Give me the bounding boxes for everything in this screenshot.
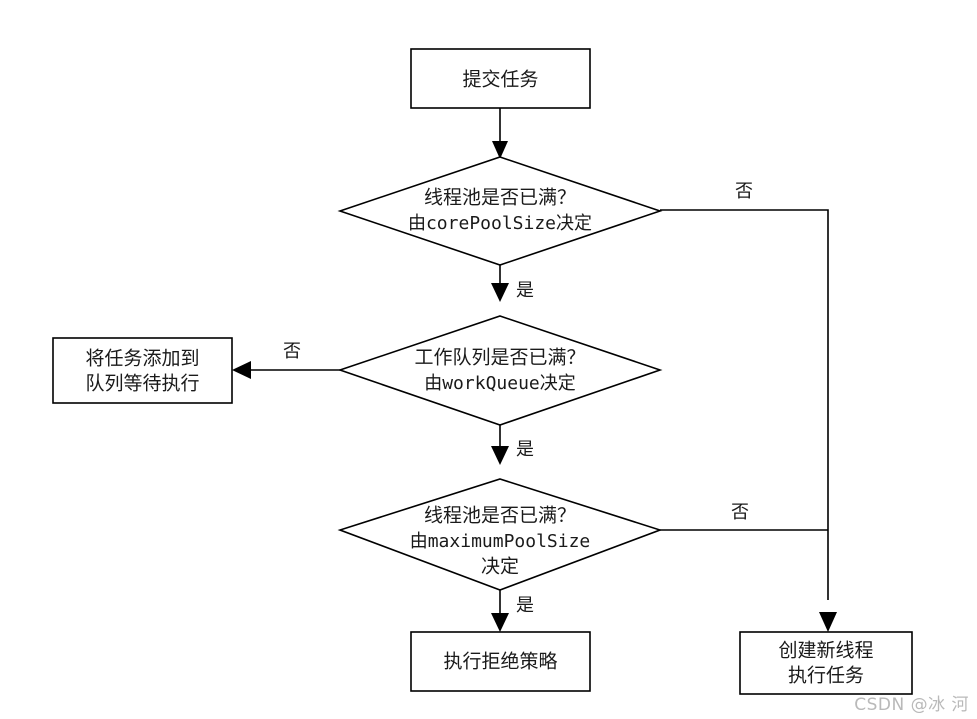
node-decision-core-pool-size-line1: 线程池是否已满？ <box>424 187 576 209</box>
node-add-to-queue-shape <box>52 337 233 404</box>
edge-max-yes: 是 <box>491 590 534 632</box>
node-submit-task[interactable]: 提交任务 <box>410 48 591 109</box>
node-add-to-queue-line1: 将任务添加到 <box>85 348 199 370</box>
csdn-watermark: CSDN @冰 河 <box>854 695 969 715</box>
edge-core-no-line <box>660 209 829 600</box>
edge-queue-yes-label: 是 <box>516 439 534 460</box>
node-decision-maximum-pool-size[interactable]: 线程池是否已满？ 由maximumPoolSize 决定 <box>337 478 663 591</box>
edge-max-yes-label: 是 <box>516 595 534 616</box>
edge-max-no: 否 <box>660 502 828 531</box>
node-reject-policy-shape <box>410 631 591 692</box>
edge-submit-to-core <box>492 108 508 159</box>
node-decision-core-pool-size[interactable]: 线程池是否已满？ 由corePoolSize决定 <box>337 156 663 266</box>
node-create-thread[interactable]: 创建新线程 执行任务 <box>739 631 913 695</box>
node-create-thread-shape <box>739 631 913 695</box>
node-decision-work-queue-line2: 由workQueue决定 <box>424 373 576 394</box>
edge-max-yes-arrow <box>491 613 509 632</box>
edge-core-no-label: 否 <box>735 181 753 202</box>
edge-core-yes: 是 <box>491 265 534 302</box>
edge-max-no-label: 否 <box>731 502 749 523</box>
edge-submit-to-core-arrow <box>492 141 508 159</box>
edge-core-no-arrow <box>819 612 837 632</box>
edge-queue-no: 否 <box>232 341 340 379</box>
edge-core-yes-label: 是 <box>516 280 534 301</box>
node-submit-task-shape <box>410 48 591 109</box>
node-add-to-queue-line2: 队列等待执行 <box>85 373 199 395</box>
node-decision-maximum-pool-size-line1: 线程池是否已满？ <box>424 505 576 527</box>
node-decision-maximum-pool-size-line2: 由maximumPoolSize <box>410 531 591 552</box>
node-reject-policy-label: 执行拒绝策略 <box>443 651 557 673</box>
node-create-thread-line2: 执行任务 <box>788 665 864 687</box>
node-create-thread-line1: 创建新线程 <box>778 640 873 662</box>
edge-queue-no-arrow <box>232 361 251 379</box>
node-decision-maximum-pool-size-shape <box>337 478 663 591</box>
node-reject-policy[interactable]: 执行拒绝策略 <box>410 631 591 692</box>
node-decision-work-queue[interactable]: 工作队列是否已满？ 由workQueue决定 <box>337 315 663 426</box>
edge-core-no: 否 <box>660 181 837 632</box>
node-decision-work-queue-line1: 工作队列是否已满？ <box>414 347 585 369</box>
node-decision-core-pool-size-line2: 由corePoolSize决定 <box>408 213 592 234</box>
node-submit-task-label: 提交任务 <box>462 69 538 91</box>
edge-queue-yes: 是 <box>491 425 534 465</box>
node-decision-work-queue-shape <box>337 315 663 426</box>
edge-queue-yes-arrow <box>491 446 509 465</box>
node-decision-core-pool-size-shape <box>337 156 663 266</box>
edge-core-yes-arrow <box>491 283 509 302</box>
edge-queue-no-label: 否 <box>283 341 301 362</box>
node-decision-maximum-pool-size-line3: 决定 <box>481 556 519 578</box>
node-add-to-queue[interactable]: 将任务添加到 队列等待执行 <box>52 337 233 404</box>
